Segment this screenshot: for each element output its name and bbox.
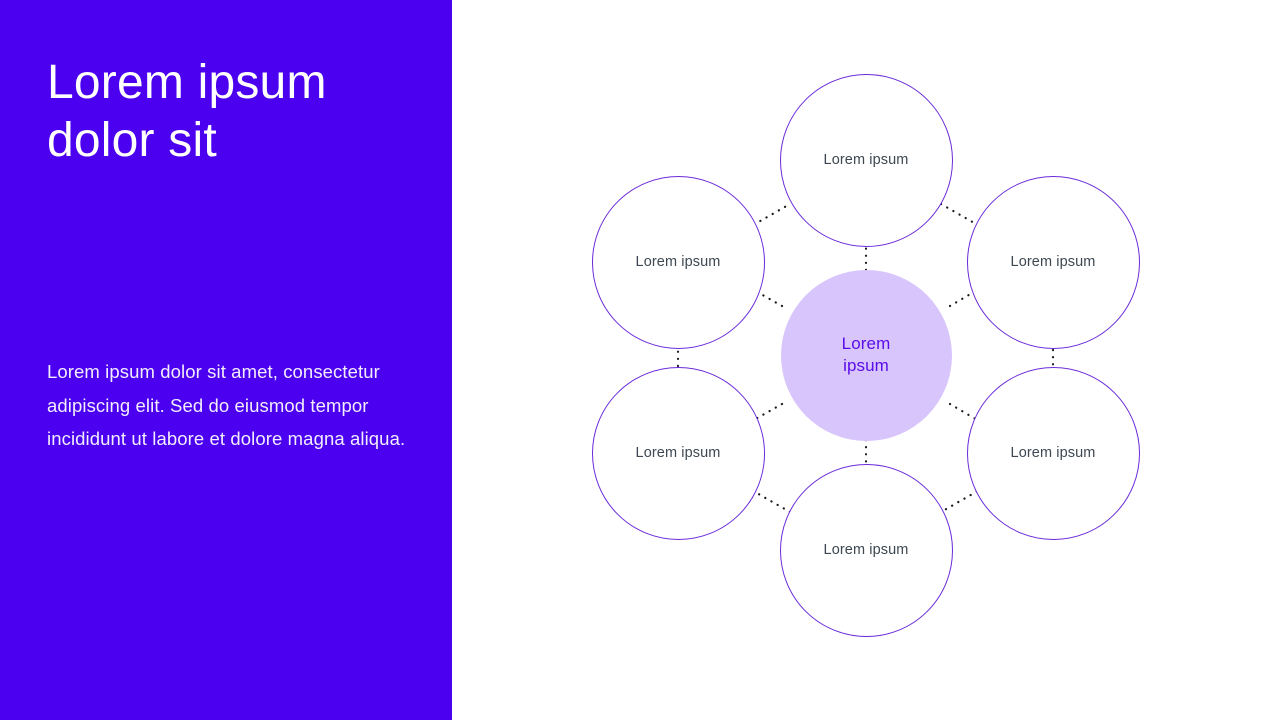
body-paragraph: Lorem ipsum dolor sit amet, consectetur … [47,361,406,450]
node-label: Lorem ipsum [1010,253,1096,270]
node-bottom[interactable]: Lorem ipsum [779,463,953,637]
node-label: Lorem ipsum [1010,444,1096,461]
hub-and-spoke-diagram: Lorem ipsum Lorem ipsum Lorem ipsum Lore… [452,0,1280,720]
node-upper-right[interactable]: Lorem ipsum [966,175,1140,349]
node-top[interactable]: Lorem ipsum [779,73,953,247]
left-text-panel: Lorem ipsum dolor sit Lorem ipsum dolor … [0,0,452,720]
ring-top-upper-right [939,202,985,230]
node-center-label: Lorem ipsum [841,334,891,375]
page-title: Lorem ipsum dolor sit [47,56,327,167]
node-label: Lorem ipsum [635,444,721,461]
node-upper-left[interactable]: Lorem ipsum [591,175,765,349]
node-center-hub[interactable]: Lorem ipsum [780,269,952,441]
ring-bottom-lower-left [746,486,792,514]
node-label: Lorem ipsum [635,253,721,270]
node-label: Lorem ipsum [823,151,909,168]
node-lower-right[interactable]: Lorem ipsum [966,366,1140,540]
node-lower-left[interactable]: Lorem ipsum [591,366,765,540]
node-label: Lorem ipsum [823,541,909,558]
